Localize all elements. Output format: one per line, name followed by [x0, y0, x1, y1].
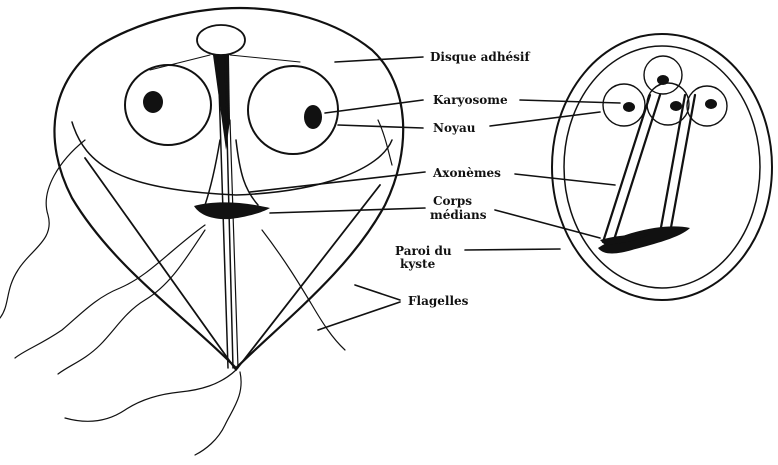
- nucleus-left: [125, 65, 211, 145]
- flagellum-4: [65, 370, 236, 421]
- label-flagelles: Flagelles: [408, 294, 469, 308]
- label-medians: médians: [430, 208, 487, 222]
- cyst-karyosome-1: [657, 75, 669, 85]
- label-karyosome: Karyosome: [433, 93, 508, 107]
- label-disque-adhesif: Disque adhésif: [430, 50, 530, 64]
- cyst-wall-outer: [552, 34, 772, 300]
- leader-axonemes-left: [250, 172, 425, 192]
- karyosome-left: [143, 91, 163, 113]
- leader-corps-right: [495, 210, 600, 238]
- flagellum-2: [15, 225, 205, 358]
- cyst-karyosome-4: [705, 99, 717, 109]
- cyst-karyosome-3: [670, 101, 682, 111]
- leader-karyosome-right: [520, 100, 620, 103]
- flagellum-5: [195, 372, 241, 455]
- cyst: [552, 34, 772, 300]
- leader-paroi: [465, 249, 560, 250]
- cyst-axoneme-4: [670, 95, 695, 233]
- cyst-karyosome-2: [623, 102, 635, 112]
- disc-apex-ellipse: [197, 25, 245, 55]
- label-corps: Corps: [433, 194, 472, 208]
- labels: Disque adhésif Karyosome Noyau Axonèmes …: [395, 50, 530, 308]
- disc-line-left: [150, 55, 210, 70]
- leader-flagelles-lower: [318, 302, 400, 330]
- leader-karyosome-left: [325, 100, 423, 113]
- disc-line-right: [230, 55, 300, 62]
- label-axonemes: Axonèmes: [432, 166, 501, 180]
- karyosome-right: [304, 105, 322, 129]
- nucleus-right: [248, 66, 338, 154]
- cyst-axoneme-2: [613, 95, 660, 243]
- cyst-axoneme-3: [660, 95, 685, 233]
- leader-flagelles-upper: [355, 285, 400, 300]
- label-paroi: Paroi du: [395, 244, 452, 258]
- flagellum-1: [0, 140, 85, 318]
- flagellum-3: [58, 230, 205, 374]
- leader-noyau-right: [490, 112, 600, 126]
- cyst-axoneme-1: [603, 95, 650, 242]
- axoneme-thread-c: [230, 120, 238, 368]
- label-kyste: kyste: [400, 257, 436, 271]
- label-noyau: Noyau: [433, 121, 476, 135]
- leader-corps-left: [270, 208, 425, 213]
- trophozoite: [0, 8, 403, 455]
